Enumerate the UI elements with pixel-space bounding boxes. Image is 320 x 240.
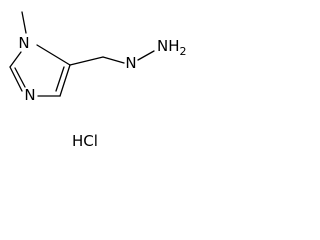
atom-label-n3: N (24, 86, 35, 104)
bond-methyl-n1 (21, 11, 27, 34)
salt-label: HCl (72, 132, 98, 149)
atom-label-nh2-subscript: 2 (180, 45, 187, 58)
bonds-group (9, 11, 155, 97)
atom-label-n1: N (18, 34, 29, 52)
bond-c5-n1 (36, 44, 71, 66)
bond-n1-c2 (9, 51, 22, 68)
bond-c2-n3-outer (9, 66, 23, 92)
bond-ch2-n (102, 56, 125, 64)
atom-label-nh2-main: NH (157, 37, 180, 55)
bond-c5-ch2 (69, 56, 104, 66)
bond-n-n (137, 50, 155, 61)
atom-label-nh2: NH2 (157, 37, 187, 58)
bond-c4-c5-inner (55, 66, 65, 92)
bond-c4-c5-outer (59, 64, 71, 97)
bond-c2-n3-inner (14, 67, 26, 88)
structure-canvas: N N N NH2 HCl (0, 0, 196, 149)
atom-labels-group: N N N NH2 (18, 34, 186, 104)
chemical-structure-diagram: N N N NH2 HCl (9, 11, 187, 149)
atom-label-hydrazine-n: N (125, 54, 136, 72)
